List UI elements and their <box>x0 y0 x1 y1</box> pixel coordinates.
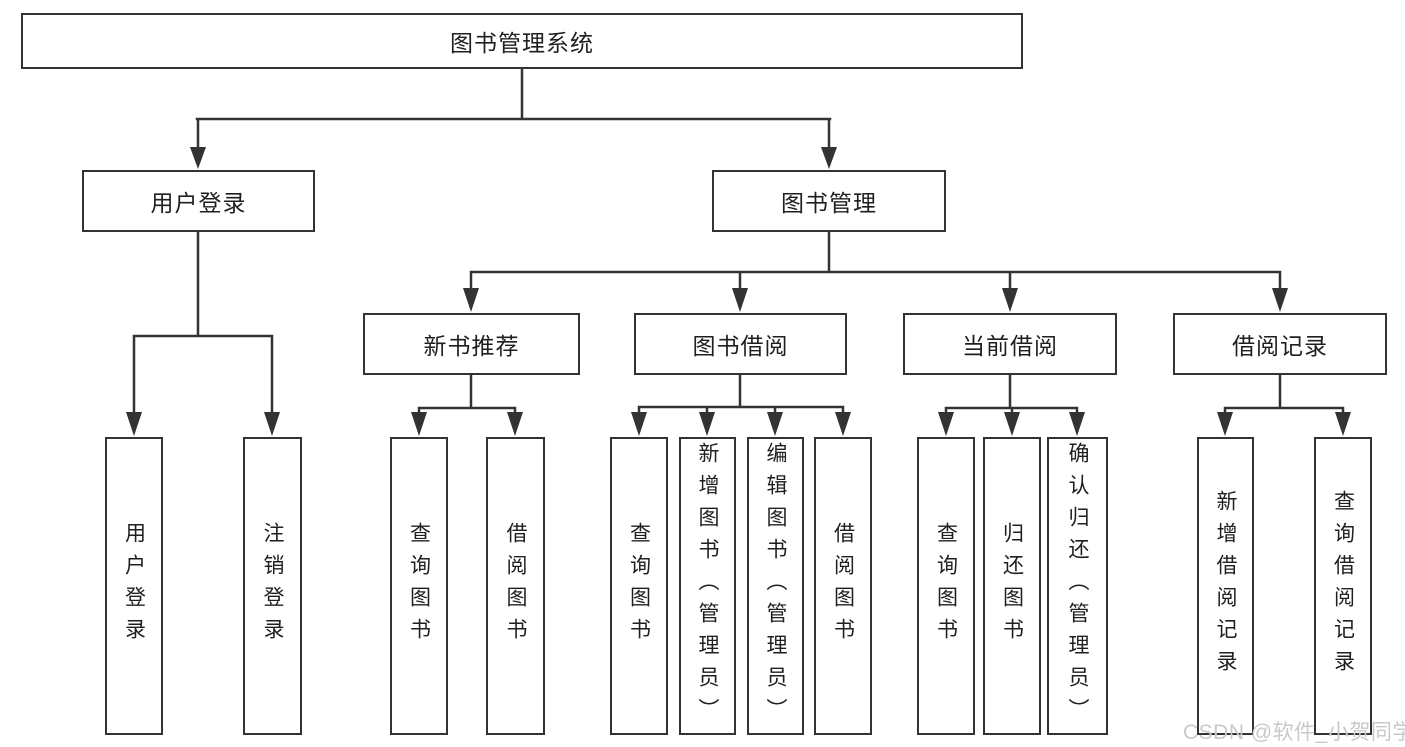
leaf-logout-label: 注销登录 <box>261 522 284 650</box>
node-current-borrowing-label: 当前借阅 <box>962 333 1058 359</box>
leaf-borrowing-query-books-label: 查询图书 <box>627 522 651 650</box>
leaf-add-books-admin: 新增图书（管理员） <box>679 437 736 735</box>
node-new-book-recommend-label: 新书推荐 <box>423 333 520 359</box>
node-root: 图书管理系统 <box>21 13 1023 69</box>
leaf-edit-books-admin-label: 编辑图书（管理员） <box>764 442 787 730</box>
csdn-watermark: CSDN @软件_小贺同学 <box>1183 721 1405 744</box>
leaf-add-books-admin-label: 新增图书（管理员） <box>696 442 719 730</box>
leaf-query-borrow-record-label: 查询借阅记录 <box>1331 490 1355 682</box>
node-borrow-records-label: 借阅记录 <box>1232 333 1328 359</box>
node-book-borrowing: 图书借阅 <box>634 313 847 375</box>
leaf-add-borrow-record: 新增借阅记录 <box>1197 437 1254 735</box>
node-user-login-label: 用户登录 <box>150 190 247 216</box>
leaf-add-borrow-record-label: 新增借阅记录 <box>1214 490 1237 682</box>
leaf-newrec-query-books-label: 查询图书 <box>407 522 431 650</box>
node-book-borrowing-label: 图书借阅 <box>692 333 789 359</box>
leaf-return-books-label: 归还图书 <box>1000 522 1024 650</box>
leaf-current-query-books: 查询图书 <box>917 437 975 735</box>
leaf-query-borrow-record: 查询借阅记录 <box>1314 437 1372 735</box>
node-book-management-label: 图书管理 <box>781 190 877 216</box>
leaf-user-login: 用户登录 <box>105 437 163 735</box>
leaf-newrec-borrow-books-label: 借阅图书 <box>504 522 527 650</box>
node-borrow-records: 借阅记录 <box>1173 313 1387 375</box>
leaf-confirm-return-admin-label: 确认归还（管理员） <box>1066 442 1089 730</box>
leaf-newrec-query-books: 查询图书 <box>390 437 448 735</box>
leaf-logout: 注销登录 <box>243 437 302 735</box>
node-book-management: 图书管理 <box>712 170 946 232</box>
leaf-confirm-return-admin: 确认归还（管理员） <box>1047 437 1108 735</box>
leaf-borrowing-borrow-books: 借阅图书 <box>814 437 872 735</box>
node-user-login: 用户登录 <box>82 170 315 232</box>
node-root-label: 图书管理系统 <box>450 30 594 56</box>
leaf-return-books: 归还图书 <box>983 437 1041 735</box>
leaf-edit-books-admin: 编辑图书（管理员） <box>747 437 804 735</box>
leaf-newrec-borrow-books: 借阅图书 <box>486 437 545 735</box>
leaf-borrowing-query-books: 查询图书 <box>610 437 668 735</box>
leaf-borrowing-borrow-books-label: 借阅图书 <box>831 522 855 650</box>
node-new-book-recommend: 新书推荐 <box>363 313 580 375</box>
node-current-borrowing: 当前借阅 <box>903 313 1117 375</box>
leaf-current-query-books-label: 查询图书 <box>934 522 958 650</box>
leaf-user-login-label: 用户登录 <box>122 522 146 650</box>
